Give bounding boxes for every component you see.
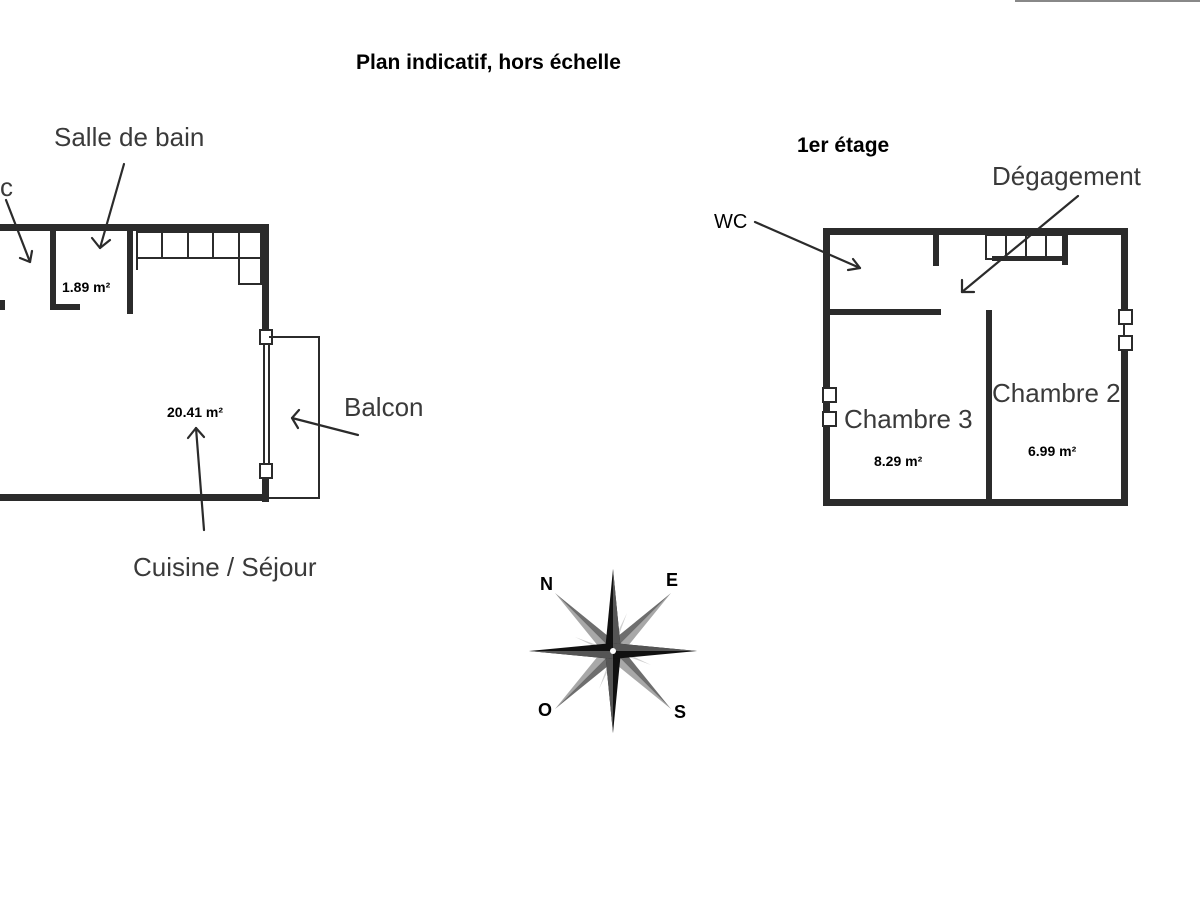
window	[822, 387, 837, 427]
arrow-wc	[753, 220, 862, 272]
wall	[823, 228, 1128, 235]
compass-west: O	[538, 700, 552, 720]
arrow-kitchen	[186, 426, 206, 532]
arrow-balcony	[290, 408, 360, 437]
compass-rose	[529, 569, 697, 733]
corridor-label: Dégagement	[992, 161, 1142, 191]
wall	[50, 304, 80, 310]
wall	[933, 228, 939, 266]
wall	[823, 309, 941, 315]
arrow-partial	[4, 198, 34, 264]
bathroom-area: 1.89 m²	[62, 279, 111, 295]
first-floor-plan: 1er étage	[714, 134, 1142, 506]
wall	[0, 224, 268, 231]
compass-north: N	[540, 574, 553, 594]
ground-floor-plan: Salle de bain 1.89 m² 20.41 m² Cuisine /…	[0, 122, 424, 582]
bedroom2-area: 6.99 m²	[1028, 443, 1077, 459]
wall	[1121, 228, 1128, 310]
wall	[1121, 350, 1128, 506]
arrow-corridor	[960, 194, 1080, 294]
partial-room-label: c	[0, 172, 13, 202]
wall	[986, 310, 992, 506]
wall	[823, 499, 1128, 506]
staircase	[136, 231, 262, 285]
balcony-outline	[269, 336, 320, 499]
wc-label: WC	[714, 211, 747, 233]
compass-east: E	[666, 570, 678, 590]
wall	[0, 300, 5, 310]
wall	[50, 224, 56, 310]
wall	[262, 472, 269, 502]
wall	[0, 494, 268, 501]
balcony-door	[259, 329, 273, 479]
compass-south: S	[674, 702, 686, 722]
wall	[127, 224, 133, 314]
bedroom3-label: Chambre 3	[844, 404, 973, 434]
bedroom3-area: 8.29 m²	[874, 453, 923, 469]
bathroom-label: Salle de bain	[54, 122, 204, 152]
kitchen-label: Cuisine / Séjour	[133, 552, 317, 582]
wall	[262, 224, 269, 340]
arrow-bathroom	[90, 162, 126, 250]
plan-title: Plan indicatif, hors échelle	[356, 51, 621, 74]
first-floor-title: 1er étage	[797, 134, 889, 157]
window	[1118, 309, 1133, 351]
balcony-label: Balcon	[344, 392, 424, 422]
bedroom2-label: Chambre 2	[992, 378, 1121, 408]
wall	[823, 228, 830, 506]
kitchen-area: 20.41 m²	[167, 404, 223, 420]
